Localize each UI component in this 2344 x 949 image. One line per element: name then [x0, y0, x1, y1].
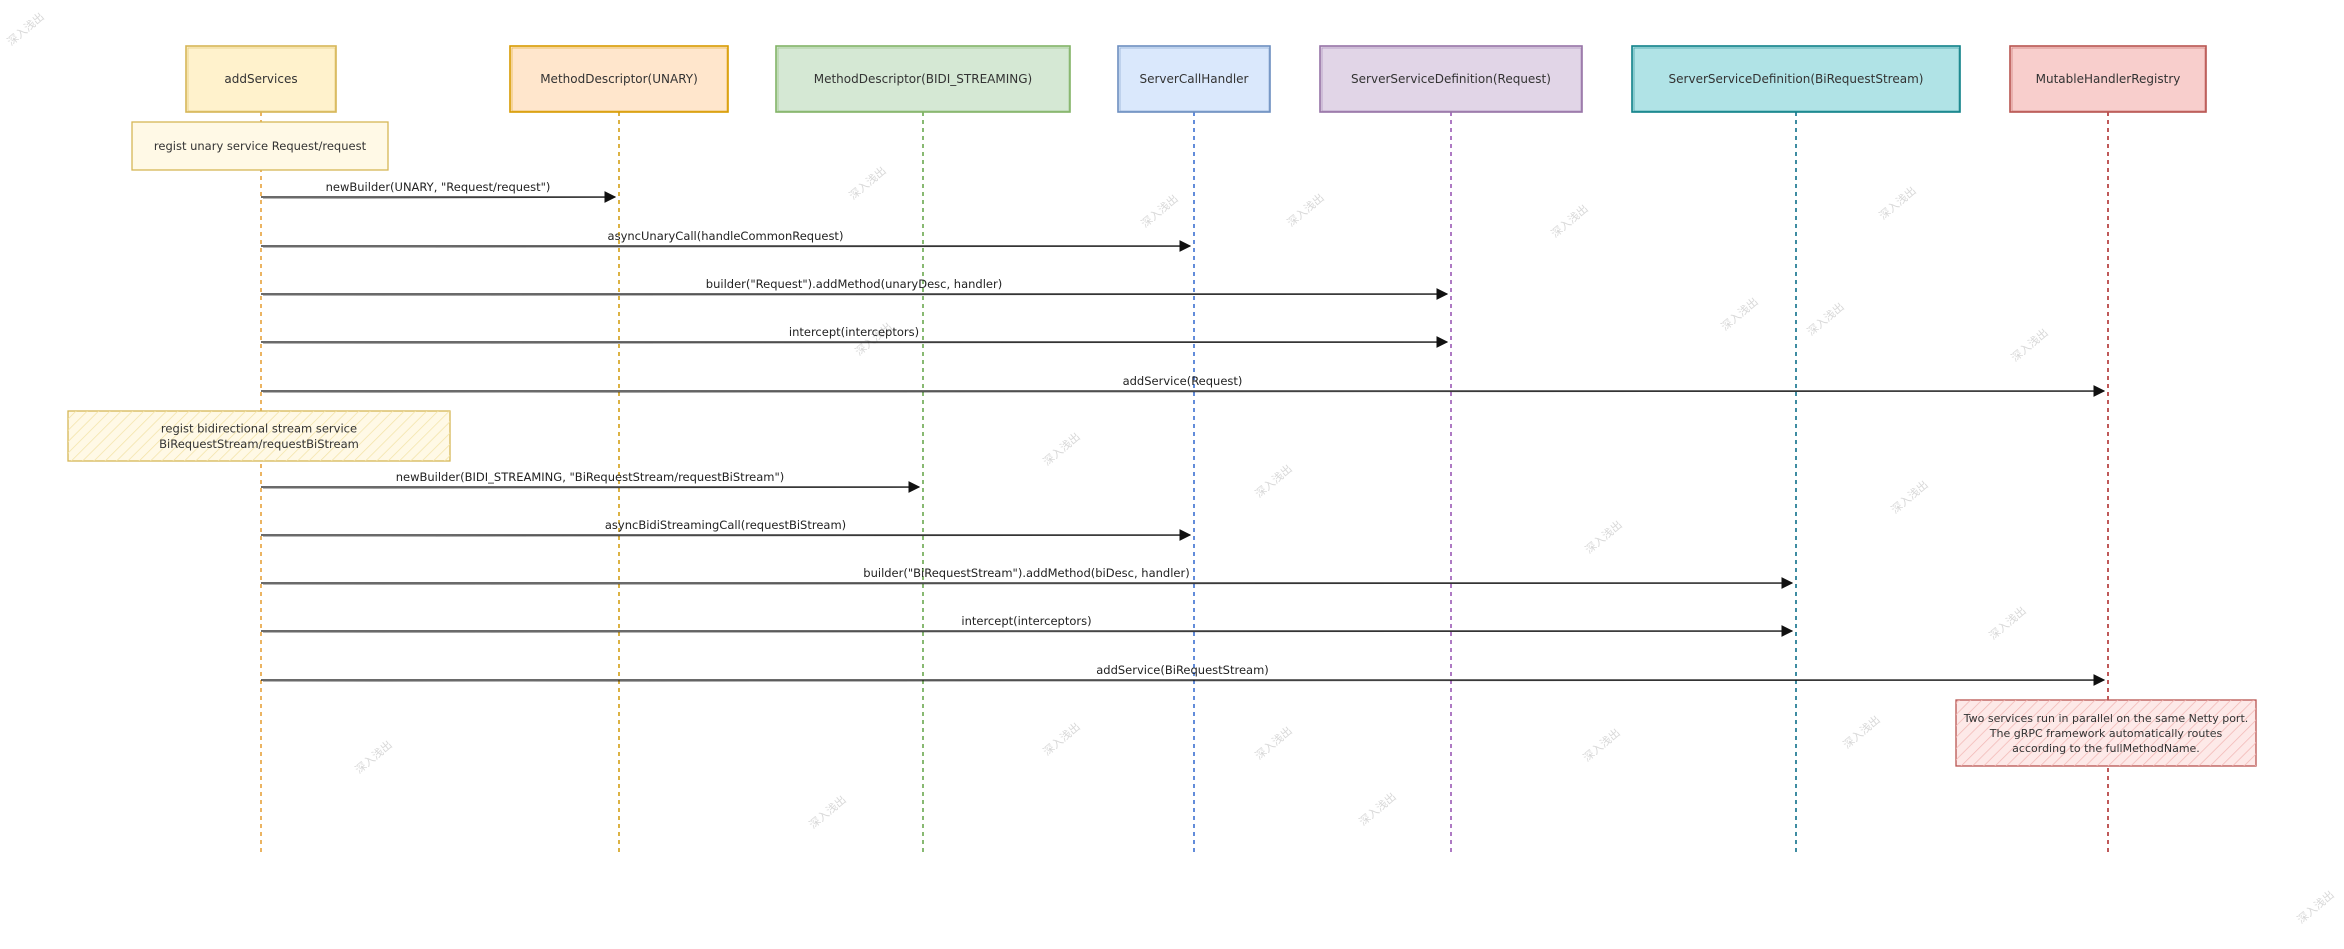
message-10: addService(BiRequestStream)	[261, 663, 2106, 686]
watermark-text: 深入浅出	[1040, 429, 1083, 468]
participant-box-sketch	[1321, 47, 1582, 112]
participant-box-sketch	[511, 47, 728, 112]
message-9: intercept(interceptors)	[261, 614, 1794, 637]
watermark-text: 深入浅出	[1138, 191, 1181, 230]
message-label: builder("BiRequestStream").addMethod(biD…	[863, 566, 1189, 580]
messages: newBuilder(UNARY, "Request/request") asyn…	[261, 180, 2106, 686]
message-8: builder("BiRequestStream").addMethod(biD…	[261, 566, 1794, 589]
note-text: BiRequestStream/requestBiStream	[159, 437, 359, 451]
message-label: addService(BiRequestStream)	[1096, 663, 1269, 677]
message-arrow-sketch	[262, 391, 2099, 393]
participant-box-sketch	[2011, 47, 2206, 112]
message-5: addService(Request)	[261, 374, 2106, 397]
note-box	[131, 121, 389, 171]
participant-box-sketch	[187, 47, 336, 112]
participant-box	[775, 45, 1071, 113]
participant-label: ServerServiceDefinition(BiRequestStream)	[1669, 72, 1924, 86]
note-hatch	[1956, 700, 2256, 766]
note-unary: regist unary service Request/request	[131, 121, 389, 171]
watermark-text: 深入浅出	[4, 9, 47, 48]
watermark-text: 深入浅出	[2294, 887, 2337, 926]
message-arrow-sketch	[262, 294, 1442, 296]
watermark-text: 深入浅出	[806, 792, 849, 831]
message-label: addService(Request)	[1123, 374, 1243, 388]
note-text: The gRPC framework automatically routes	[1989, 727, 2223, 740]
participant-label: ServerServiceDefinition(Request)	[1351, 72, 1551, 86]
participant-box-sketch	[1633, 47, 1960, 112]
message-arrow-sketch	[262, 197, 610, 199]
watermark-text: 深入浅出	[1548, 201, 1591, 240]
message-arrow-sketch	[262, 631, 1787, 633]
notes: regist unary service Request/request regi…	[67, 121, 2257, 767]
message-label: intercept(interceptors)	[789, 325, 919, 339]
message-4: intercept(interceptors)	[261, 325, 1449, 348]
message-label: intercept(interceptors)	[961, 614, 1091, 628]
participant-addServices: addServices	[185, 45, 337, 113]
message-arrow-sketch	[262, 487, 914, 489]
participant-ssdBi: ServerServiceDefinition(BiRequestStream)	[1631, 45, 1961, 113]
note-text: according to the fullMethodName.	[2012, 742, 2200, 755]
note-text: regist unary service Request/request	[154, 139, 367, 153]
participant-ssdReq: ServerServiceDefinition(Request)	[1319, 45, 1583, 113]
watermark-text: 深入浅出	[1876, 183, 1919, 222]
message-arrow-sketch	[262, 246, 1185, 248]
participant-registry: MutableHandlerRegistry	[2009, 45, 2207, 113]
participant-headers: addServices MethodDescriptor(UNARY) Method…	[185, 45, 2207, 113]
message-label: newBuilder(UNARY, "Request/request")	[326, 180, 551, 194]
participant-sch: ServerCallHandler	[1117, 45, 1271, 113]
watermark-text: 深入浅出	[352, 737, 395, 776]
message-2: asyncUnaryCall(handleCommonRequest)	[261, 229, 1192, 252]
message-label: newBuilder(BIDI_STREAMING, "BiRequestStr…	[396, 470, 785, 484]
participant-box	[1631, 45, 1961, 113]
note-bidi: regist bidirectional stream serviceBiReq…	[67, 410, 451, 462]
lifelines	[260, 112, 2109, 852]
note-text: regist bidirectional stream service	[161, 421, 357, 435]
watermark-text: 深入浅出	[1582, 517, 1625, 556]
message-arrow-sketch	[262, 342, 1442, 344]
message-label: asyncUnaryCall(handleCommonRequest)	[608, 229, 844, 243]
participant-label: MutableHandlerRegistry	[2036, 72, 2181, 86]
message-arrow-sketch	[262, 535, 1185, 537]
watermark-text: 深入浅出	[1986, 603, 2029, 642]
participant-label: MethodDescriptor(UNARY)	[540, 72, 698, 86]
watermark-text: 深入浅出	[1252, 461, 1295, 500]
message-3: builder("Request").addMethod(unaryDesc, …	[261, 277, 1449, 300]
participant-label: MethodDescriptor(BIDI_STREAMING)	[814, 72, 1033, 86]
participant-box	[509, 45, 729, 113]
participant-mdUnary: MethodDescriptor(UNARY)	[509, 45, 729, 113]
watermark-text: 深入浅出	[1888, 477, 1931, 516]
participant-box	[185, 45, 337, 113]
watermark-text: 深入浅出	[1718, 294, 1761, 333]
watermark-text: 深入浅出	[846, 163, 889, 202]
participant-box	[2009, 45, 2207, 113]
participant-box-sketch	[1119, 47, 1270, 112]
participant-box-sketch	[777, 47, 1070, 112]
participant-mdBidi: MethodDescriptor(BIDI_STREAMING)	[775, 45, 1071, 113]
note-text: Two services run in parallel on the same…	[1963, 712, 2249, 725]
message-1: newBuilder(UNARY, "Request/request")	[261, 180, 617, 203]
note-hatch	[68, 411, 450, 461]
watermark-text: 深入浅出	[1580, 725, 1623, 764]
message-label: builder("Request").addMethod(unaryDesc, …	[706, 277, 1002, 291]
participant-box	[1117, 45, 1271, 113]
message-7: asyncBidiStreamingCall(requestBiStream)	[261, 518, 1192, 541]
watermark-text: 深入浅出	[1040, 719, 1083, 758]
watermark-text: 深入浅出	[2008, 325, 2051, 364]
watermark-text: 深入浅出	[1284, 190, 1327, 229]
message-arrow-sketch	[262, 680, 2099, 682]
message-6: newBuilder(BIDI_STREAMING, "BiRequestStr…	[261, 470, 921, 493]
watermark-text: 深入浅出	[1804, 299, 1847, 338]
participant-label: ServerCallHandler	[1139, 72, 1248, 86]
message-arrow-sketch	[262, 583, 1787, 585]
watermark-text: 深入浅出	[1840, 712, 1883, 751]
watermark-text: 深入浅出	[1356, 789, 1399, 828]
note-parallel: Two services run in parallel on the same…	[1955, 699, 2257, 767]
participant-label: addServices	[224, 72, 297, 86]
watermark-text: 深入浅出	[1252, 723, 1295, 762]
message-label: asyncBidiStreamingCall(requestBiStream)	[605, 518, 846, 532]
participant-box	[1319, 45, 1583, 113]
